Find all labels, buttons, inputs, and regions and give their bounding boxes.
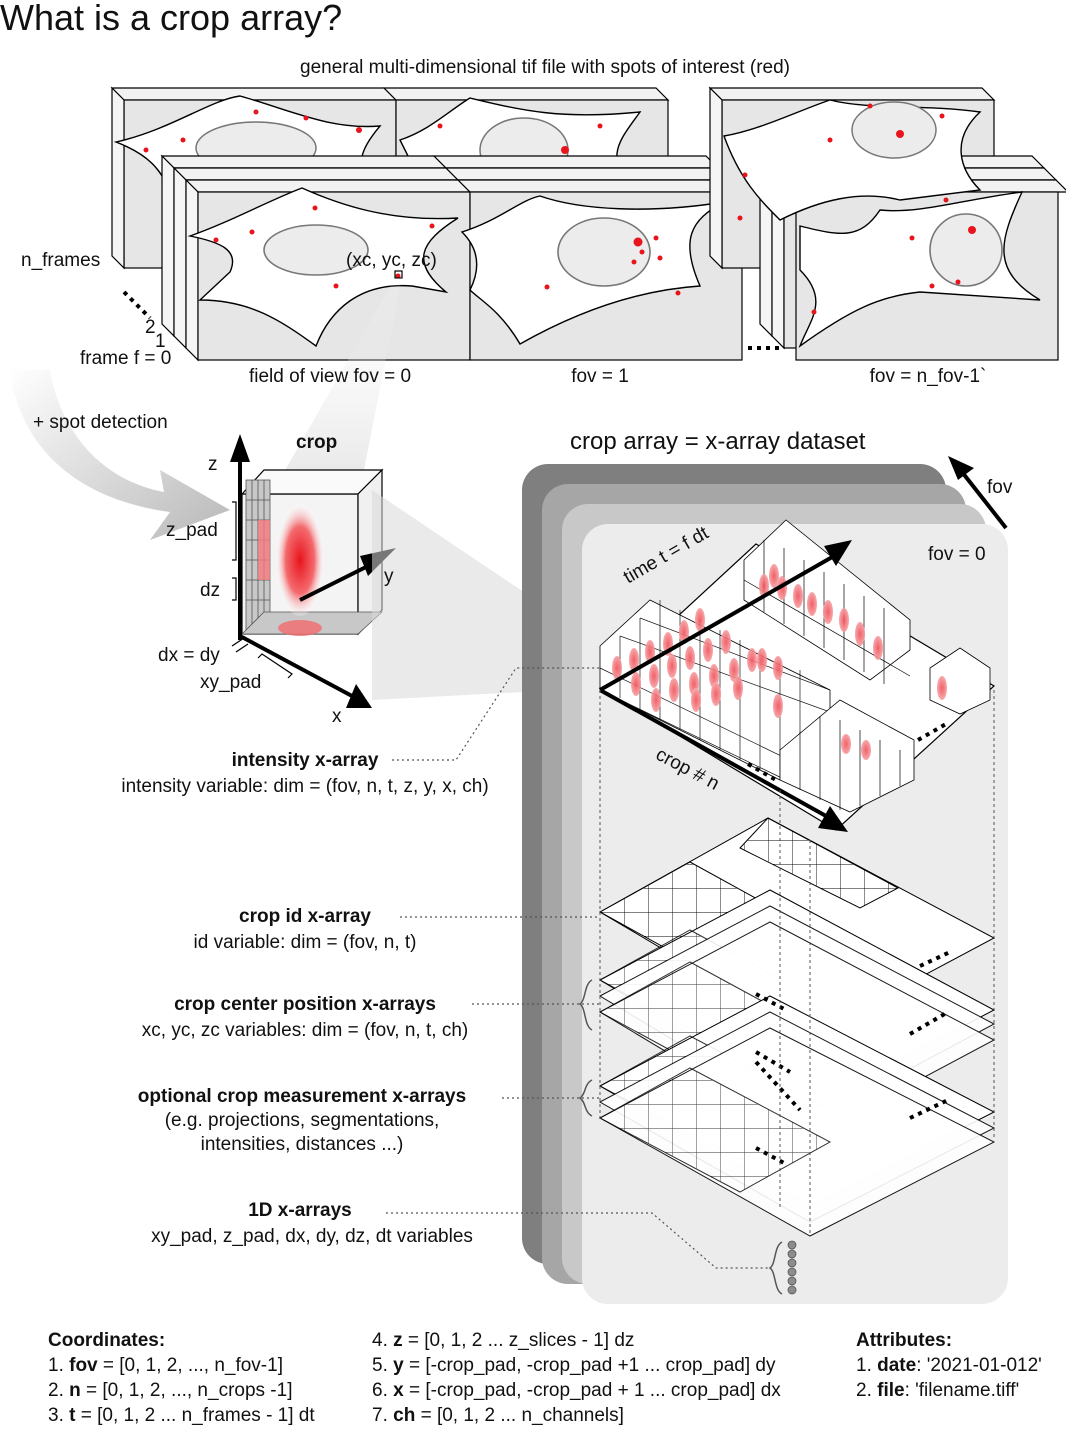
attr-item: 1. date: '2021-01-012' xyxy=(856,1355,1042,1376)
spot-detection-arrow xyxy=(10,370,230,540)
dataset-fov0-label: fov = 0 xyxy=(928,544,986,565)
coord-item: 2. n = [0, 1, 2, ..., n_crops -1] xyxy=(48,1380,293,1401)
center-xarray-desc: xc, yc, zc variables: dim = (fov, n, t, … xyxy=(141,1020,469,1041)
page-title: What is a crop array? xyxy=(0,0,343,38)
measurement-xarray-desc: (e.g. projections, segmentations, xyxy=(164,1110,440,1131)
dataset-title: crop array = x-array dataset xyxy=(570,428,866,455)
attr-item: 2. file: 'filename.tiff' xyxy=(856,1380,1020,1401)
coord-item: 1. fov = [0, 1, 2, ..., n_fov-1] xyxy=(48,1355,283,1376)
1d-array-dots xyxy=(787,1240,797,1295)
crop-center-label: (xc, yc, zc) xyxy=(346,250,437,271)
crop-id-xarray-title: crop id x-array xyxy=(239,906,371,927)
intensity-grid xyxy=(599,519,996,832)
coord-item: 3. t = [0, 1, 2 ... n_frames - 1] dt xyxy=(48,1405,315,1426)
guide-lines xyxy=(599,690,995,1236)
sheet-layers xyxy=(598,817,996,1237)
attributes-list: Attributes: 1. date: '2021-01-012' 2. fi… xyxy=(856,1328,1042,1403)
leader-lines xyxy=(386,667,768,1269)
fov-n-label: fov = n_fov-1` xyxy=(869,366,987,387)
zoom-beam xyxy=(268,278,402,500)
z-pad-label: z_pad xyxy=(166,520,218,541)
dz-label: dz xyxy=(200,580,221,601)
spot-detection-label: + spot detection xyxy=(33,412,168,433)
coord-item: 4. z = [0, 1, 2 ... z_slices - 1] dz xyxy=(372,1330,635,1351)
center-xarray-title: crop center position x-arrays xyxy=(174,994,436,1015)
intensity-xarray-desc: intensity variable: dim = (fov, n, t, z,… xyxy=(121,776,489,797)
frame-0-label: frame f = 0 xyxy=(80,348,172,369)
crop-id-xarray-desc: id variable: dim = (fov, n, t) xyxy=(193,932,417,953)
n-frames-label: n_frames xyxy=(21,250,101,271)
coordinates-list-b: 4. z = [0, 1, 2 ... z_slices - 1] dz 5. … xyxy=(372,1328,781,1428)
top-caption: general multi-dimensional tif file with … xyxy=(300,57,790,78)
fov-1-label: fov = 1 xyxy=(571,366,629,387)
intensity-xarray-title: intensity x-array xyxy=(231,750,379,771)
fov-axis-label: fov xyxy=(987,477,1013,498)
coord-item: 5. y = [-crop_pad, -crop_pad +1 ... crop… xyxy=(372,1355,776,1376)
xy-pad-label: xy_pad xyxy=(200,672,262,693)
measurement-xarray-title: optional crop measurement x-arrays xyxy=(137,1086,467,1107)
coordinates-heading: Coordinates: xyxy=(48,1330,166,1351)
1d-xarray-title: 1D x-arrays xyxy=(248,1200,352,1221)
fov-axis-arrow xyxy=(948,456,1008,530)
attributes-heading: Attributes: xyxy=(856,1330,953,1351)
ellipsis-dots xyxy=(122,290,782,350)
y-axis-label: y xyxy=(384,566,394,587)
fov-0-label: field of view fov = 0 xyxy=(248,366,412,387)
coordinates-list-a: Coordinates: 1. fov = [0, 1, 2, ..., n_f… xyxy=(48,1328,315,1428)
1d-xarray-desc: xy_pad, z_pad, dx, dy, dz, dt variables xyxy=(151,1226,473,1247)
frame-2-label: 2 xyxy=(145,317,156,338)
fov-stack-0 xyxy=(110,86,744,362)
crop-label: crop xyxy=(296,432,338,453)
dxdy-label: dx = dy xyxy=(158,645,220,666)
crop-cube xyxy=(230,434,396,708)
coord-item: 6. x = [-crop_pad, -crop_pad + 1 ... cro… xyxy=(372,1380,781,1401)
fov-stack-n xyxy=(708,86,1066,361)
x-axis-label: x xyxy=(332,706,342,727)
frame-1-label: 1 xyxy=(155,331,166,352)
coord-item: 7. ch = [0, 1, 2 ... n_channels] xyxy=(372,1405,624,1426)
z-axis-label: z xyxy=(208,454,218,475)
measurement-xarray-desc2: intensities, distances ...) xyxy=(200,1134,404,1155)
